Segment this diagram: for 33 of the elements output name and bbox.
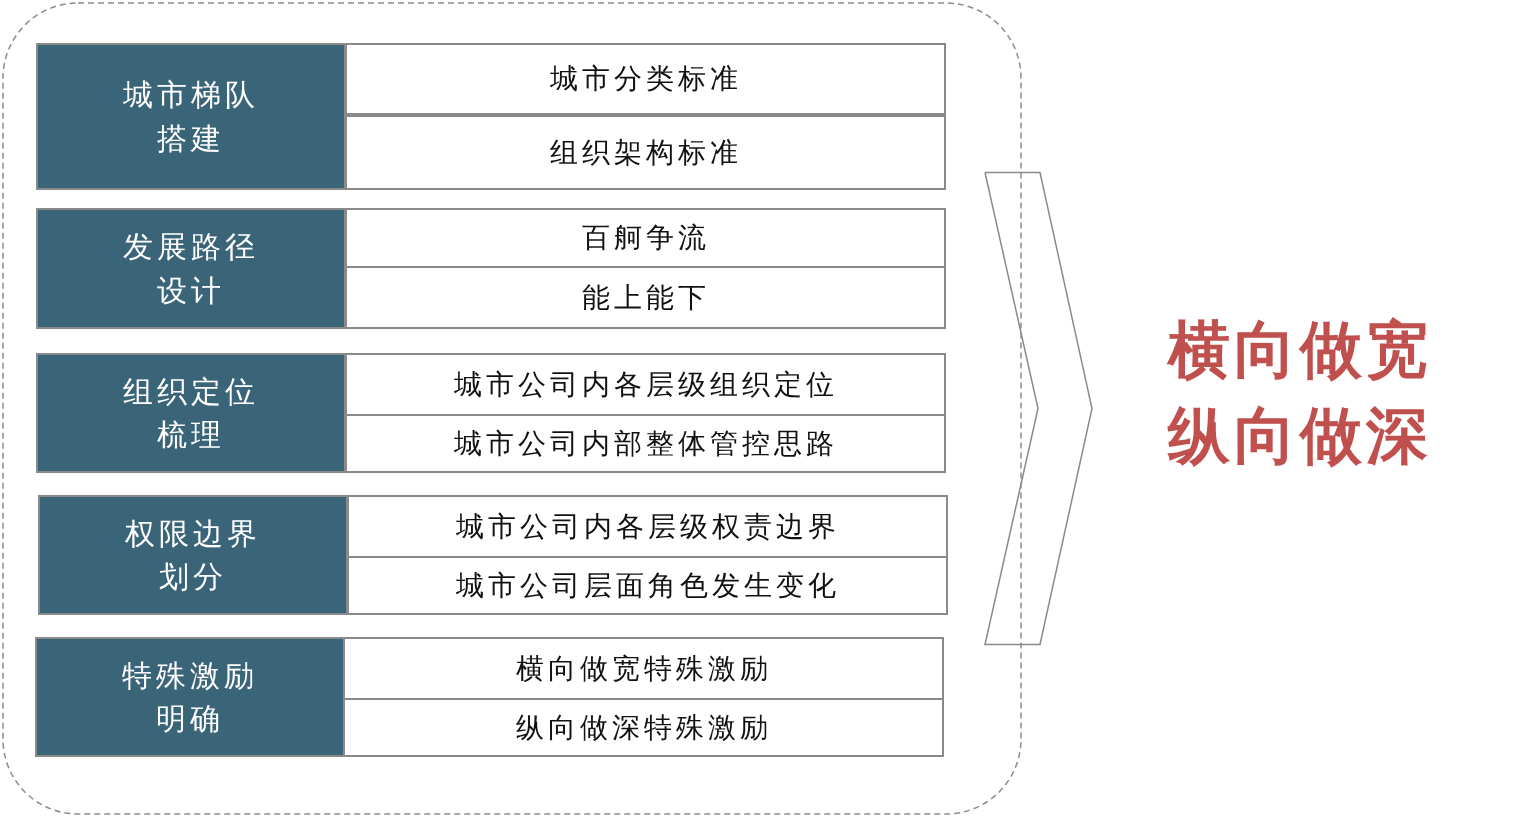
category-label: 城市梯队搭建 — [122, 76, 260, 158]
item-box — [345, 353, 946, 416]
item-box — [345, 208, 946, 268]
category-box — [38, 495, 348, 615]
category-box — [36, 353, 346, 473]
item-box — [343, 698, 944, 757]
item-label: 百舸争流 — [581, 220, 710, 256]
category-box — [36, 208, 346, 329]
item-label: 纵向做深特殊激励 — [515, 709, 772, 746]
item-box — [347, 495, 948, 558]
item-label: 城市公司层面角色发生变化 — [455, 567, 840, 604]
item-label: 城市公司内各层级组织定位 — [453, 366, 838, 403]
item-label: 城市公司内各层级权责边界 — [455, 508, 840, 545]
category-label: 组织定位梳理 — [122, 372, 260, 454]
item-label: 城市公司内部整体管控思路 — [453, 425, 838, 462]
item-box — [345, 115, 946, 190]
item-label: 组织架构标准 — [549, 134, 742, 171]
item-box — [345, 266, 946, 329]
item-box — [347, 556, 948, 615]
category-label: 发展路径设计 — [122, 228, 260, 310]
category-box — [35, 637, 345, 757]
item-label: 能上能下 — [581, 279, 710, 316]
item-label: 城市分类标准 — [549, 61, 742, 97]
category-label: 特殊激励明确 — [121, 656, 259, 738]
item-box — [345, 414, 946, 473]
item-box — [343, 637, 944, 700]
chevron-arrow — [984, 171, 1093, 646]
item-box — [345, 43, 946, 115]
item-label: 横向做宽特殊激励 — [515, 650, 772, 687]
category-box — [36, 43, 346, 190]
category-label: 权限边界划分 — [124, 514, 262, 596]
conclusion-text: 横向做宽 — [1168, 312, 1433, 388]
conclusion-text: 纵向做深 — [1168, 397, 1433, 474]
